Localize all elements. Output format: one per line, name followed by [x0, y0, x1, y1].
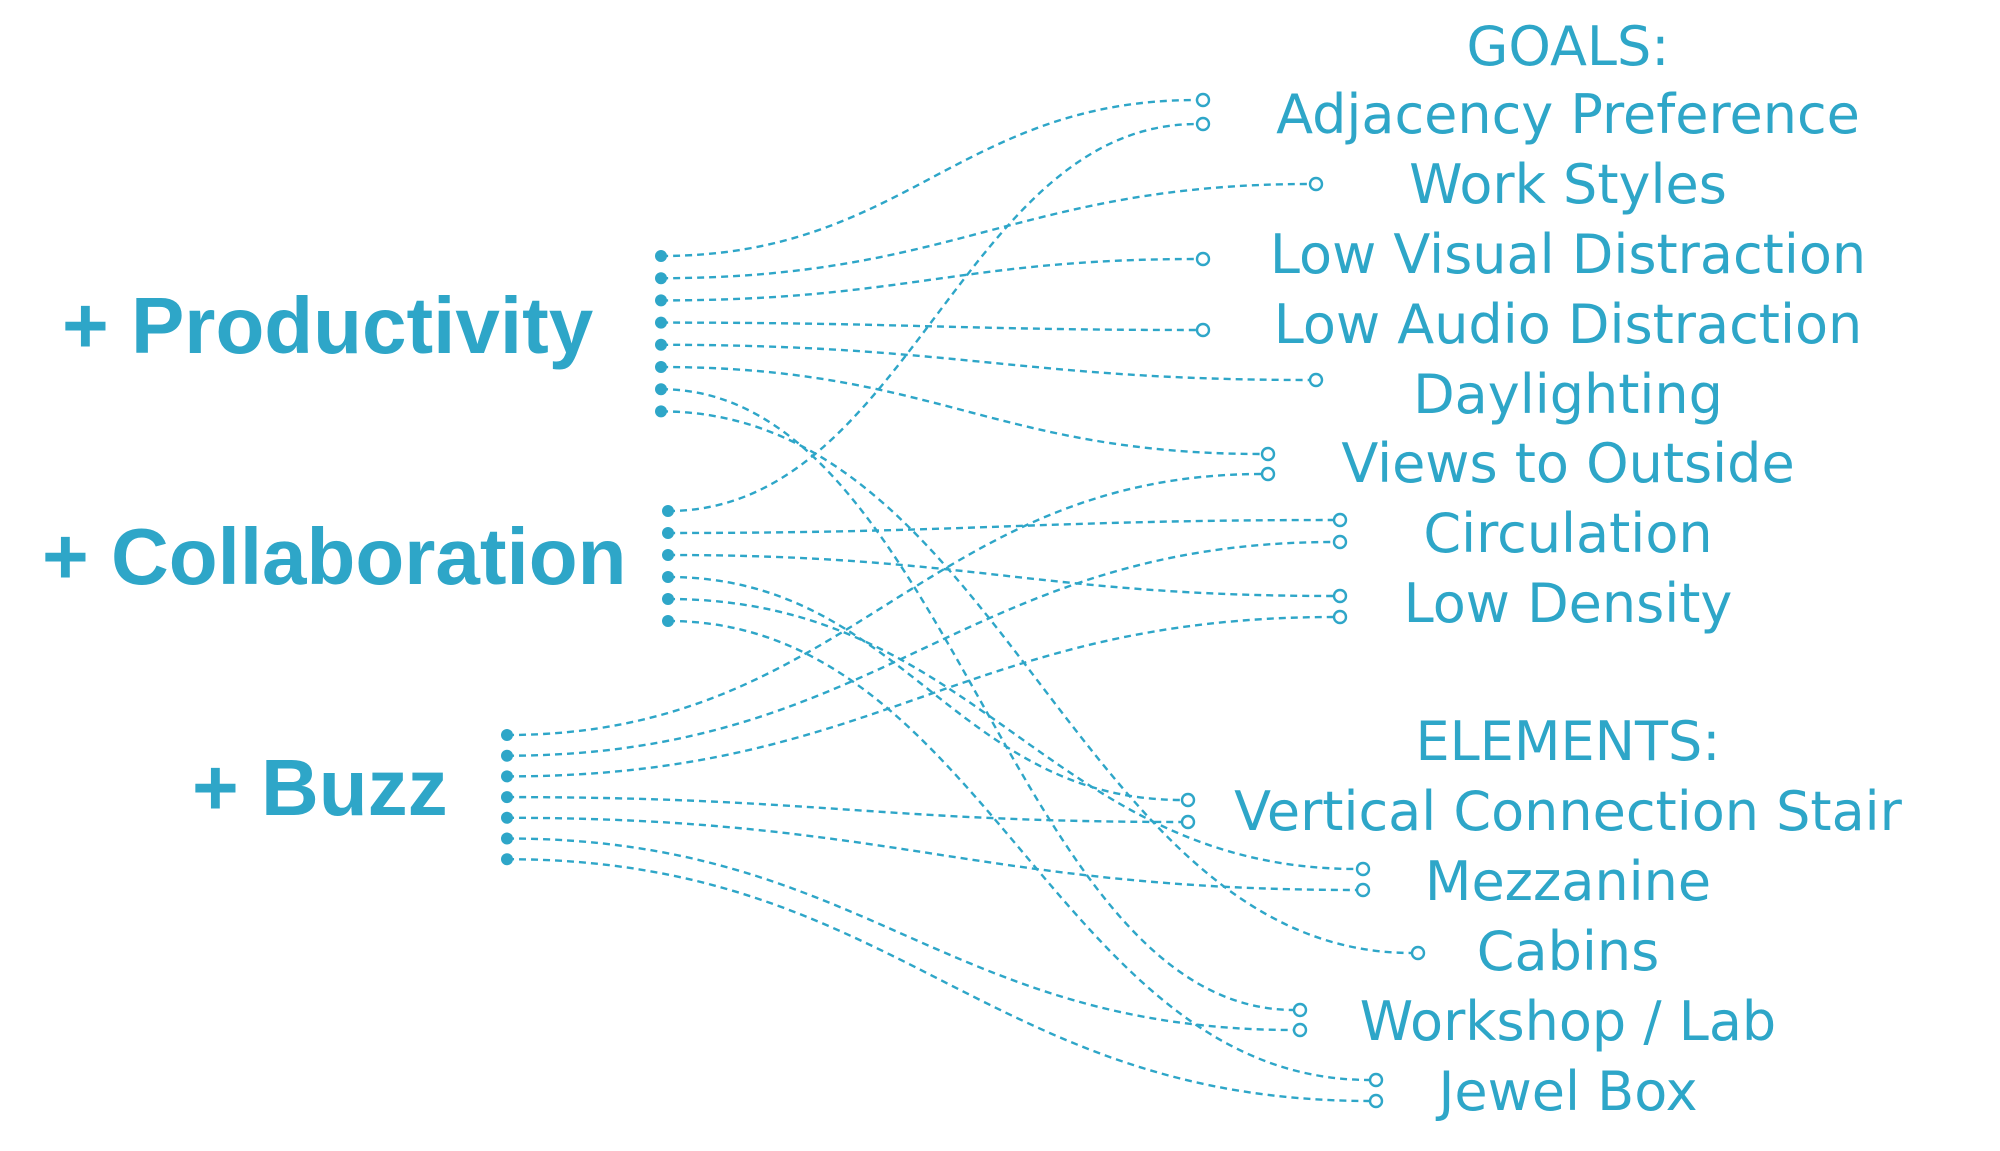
connector-productivity-daylighting	[660, 343, 1311, 382]
element-label-mezzanine: Mezzanine	[1425, 850, 1711, 913]
connector-end-ring-daylighting	[1308, 372, 1324, 388]
connector-buzz-stair	[506, 795, 1183, 824]
connector-end-ring-visual	[1195, 251, 1211, 267]
connector-markers	[501, 92, 1426, 1109]
connector-start-dot-buzz	[501, 791, 513, 804]
connector-start-dot-collaboration	[662, 505, 674, 517]
connector-productivity-visual	[660, 257, 1198, 302]
connector-end-ring-density	[1332, 609, 1348, 625]
goal-label-views: Views to Outside	[1341, 432, 1794, 495]
connector-start-dot-productivity	[655, 272, 667, 285]
connector-start-dot-buzz	[501, 770, 513, 783]
connector-end-ring-circulation	[1332, 534, 1348, 550]
connector-productivity-cabins	[660, 410, 1413, 955]
connector-start-dot-buzz	[501, 749, 513, 762]
source-label-productivity: + Productivity	[62, 281, 594, 370]
connector-start-dot-productivity	[655, 294, 667, 307]
connector-start-dot-buzz	[501, 853, 513, 866]
connector-collaboration-circulation	[667, 518, 1335, 535]
element-label-cabins: Cabins	[1477, 920, 1659, 983]
connector-productivity-views	[660, 365, 1263, 456]
connector-end-ring-views	[1260, 466, 1276, 482]
source-label-buzz: + Buzz	[192, 743, 448, 832]
connector-end-ring-jewelbox	[1368, 1072, 1384, 1088]
connector-end-ring-workshop	[1292, 1002, 1308, 1018]
connector-productivity-workshop	[660, 388, 1295, 1012]
connector-productivity-adjacency	[660, 98, 1198, 258]
connector-start-dot-productivity	[655, 383, 667, 396]
goals-heading: GOALS:	[1467, 15, 1670, 78]
goal-label-daylighting: Daylighting	[1413, 363, 1723, 426]
connector-buzz-mezzanine	[506, 816, 1358, 892]
connector-start-dot-collaboration	[662, 593, 674, 605]
connector-start-dot-productivity	[655, 361, 667, 373]
connector-end-ring-circulation	[1332, 512, 1348, 528]
connector-collaboration-stair	[667, 575, 1183, 802]
connector-end-ring-audio	[1195, 322, 1211, 338]
connector-buzz-workshop	[506, 837, 1295, 1032]
connector-end-ring-density	[1332, 588, 1348, 604]
connector-collaboration-density	[667, 553, 1335, 598]
connector-lines	[506, 98, 1413, 1103]
goal-label-adjacency: Adjacency Preference	[1276, 83, 1860, 146]
element-label-jewelbox: Jewel Box	[1435, 1060, 1697, 1123]
goal-label-audio: Low Audio Distraction	[1274, 293, 1862, 356]
element-label-workshop: Workshop / Lab	[1360, 990, 1776, 1053]
connector-end-ring-workstyles	[1308, 176, 1324, 192]
connector-end-ring-mezzanine	[1355, 861, 1371, 877]
goal-label-visual: Low Visual Distraction	[1270, 223, 1866, 286]
connector-end-ring-adjacency	[1195, 92, 1211, 108]
connector-collaboration-mezzanine	[667, 597, 1358, 871]
connector-buzz-jewelbox	[506, 858, 1371, 1103]
connector-buzz-circulation	[506, 540, 1335, 757]
connector-end-ring-jewelbox	[1368, 1093, 1384, 1109]
connector-start-dot-buzz	[501, 832, 513, 845]
source-label-collaboration: + Collaboration	[42, 512, 627, 601]
connector-end-ring-stair	[1180, 814, 1196, 830]
connector-start-dot-productivity	[655, 250, 667, 262]
connector-start-dot-collaboration	[662, 571, 674, 583]
connector-buzz-views	[506, 472, 1263, 737]
connector-start-dot-collaboration	[662, 549, 674, 561]
connector-start-dot-productivity	[655, 338, 667, 351]
connector-end-ring-views	[1260, 446, 1276, 462]
connector-buzz-density	[506, 615, 1335, 778]
connector-collaboration-adjacency	[667, 122, 1198, 513]
connector-start-dot-collaboration	[662, 615, 674, 627]
elements-heading: ELEMENTS:	[1416, 710, 1721, 773]
goal-label-density: Low Density	[1404, 572, 1733, 635]
element-label-stair: Vertical Connection Stair	[1234, 780, 1903, 843]
connector-end-ring-mezzanine	[1355, 882, 1371, 898]
connector-productivity-workstyles	[660, 182, 1311, 280]
connector-start-dot-productivity	[655, 316, 667, 329]
connector-start-dot-collaboration	[662, 527, 674, 539]
connector-end-ring-workshop	[1292, 1022, 1308, 1038]
connector-end-ring-stair	[1180, 792, 1196, 808]
connector-end-ring-adjacency	[1195, 116, 1211, 132]
connector-end-ring-cabins	[1410, 945, 1426, 961]
goal-label-circulation: Circulation	[1423, 502, 1712, 565]
connector-productivity-audio	[660, 321, 1198, 332]
connector-start-dot-productivity	[655, 405, 667, 418]
goal-label-workstyles: Work Styles	[1409, 153, 1727, 216]
connector-start-dot-buzz	[501, 811, 513, 824]
connector-collaboration-jewelbox	[667, 619, 1371, 1082]
connector-start-dot-buzz	[501, 729, 513, 741]
